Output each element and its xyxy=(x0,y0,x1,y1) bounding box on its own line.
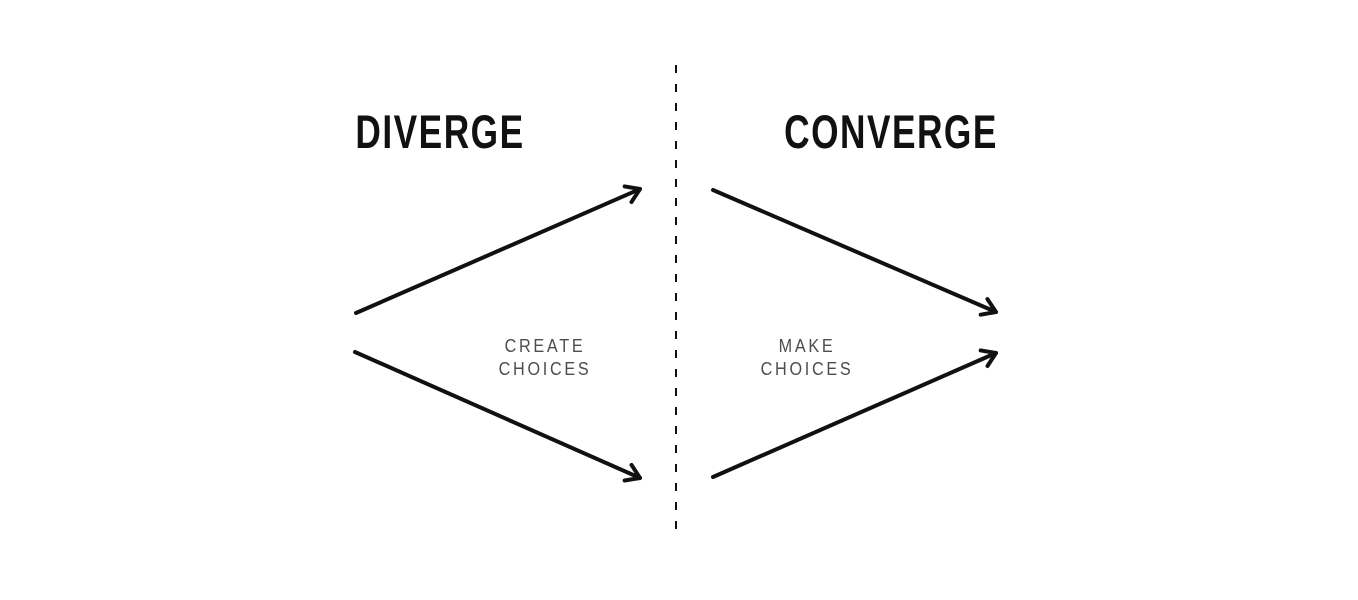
create-choices-text: CREATE CHOICES xyxy=(498,336,592,379)
diverge-title: DIVERGE xyxy=(327,108,553,155)
converge-arrow-bottom-icon xyxy=(711,348,998,479)
converge-title-text: CONVERGE xyxy=(784,105,998,158)
create-choices-label: CREATE CHOICES xyxy=(493,312,596,381)
converge-title: CONVERGE xyxy=(749,108,1034,155)
diverge-arrow-bottom-icon xyxy=(353,350,642,483)
make-choices-text: MAKE CHOICES xyxy=(760,336,854,379)
converge-arrow-top-icon xyxy=(711,188,998,317)
diverge-arrow-top-icon xyxy=(354,184,642,315)
make-choices-label: MAKE CHOICES xyxy=(755,312,858,381)
diverge-title-text: DIVERGE xyxy=(355,105,525,158)
